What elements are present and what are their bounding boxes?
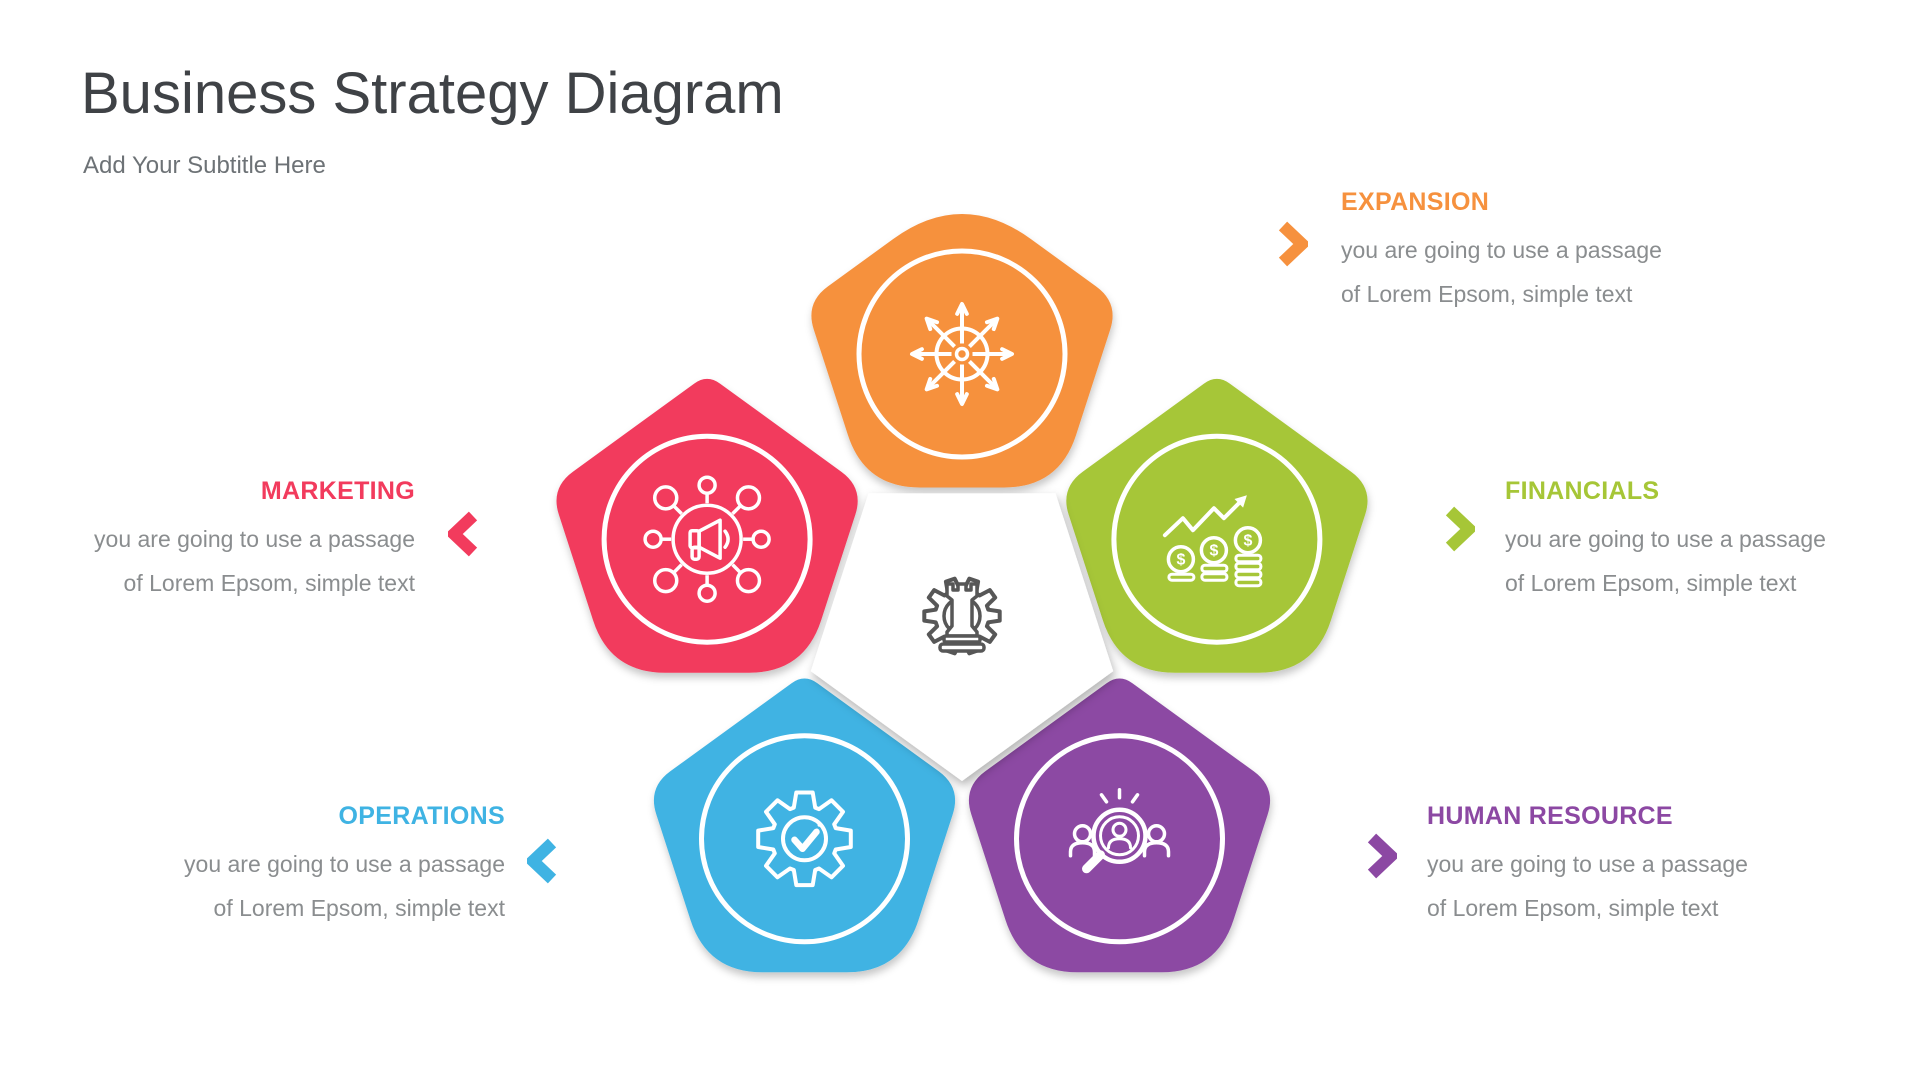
svg-text:$: $ (1209, 543, 1218, 560)
chevron-right-icon (1445, 506, 1475, 552)
ring-human-resource (1014, 733, 1225, 945)
chevron-right-icon (1278, 221, 1308, 267)
section-marketing-label: MARKETING (260, 477, 415, 505)
section-human-resource-text: you are going to use a passage of Lorem … (1427, 842, 1748, 930)
section-human-resource-line1: you are going to use a passage (1427, 851, 1748, 877)
chevron-left-icon (448, 511, 478, 557)
chevron-right-icon (1367, 833, 1397, 879)
section-expansion: EXPANSION you are going to use a passage… (1341, 188, 1662, 316)
section-expansion-text: you are going to use a passage of Lorem … (1341, 228, 1662, 316)
section-marketing-line2: of Lorem Epsom, simple text (123, 570, 415, 596)
section-operations-line2: of Lorem Epsom, simple text (213, 895, 505, 921)
section-marketing-line1: you are going to use a passage (94, 526, 415, 552)
svg-text:$: $ (1176, 552, 1185, 569)
section-expansion-line1: you are going to use a passage (1341, 237, 1662, 263)
ring-financials (1111, 433, 1323, 645)
megaphone-network-icon (643, 475, 771, 603)
ring-operations (699, 733, 910, 945)
petal-financials (1066, 378, 1368, 673)
section-financials-label: FINANCIALS (1505, 477, 1660, 505)
gear-check-icon (756, 790, 853, 888)
section-expansion-label: EXPANSION (1341, 188, 1490, 216)
coins-growth-arrow-icon: $ $ $ (1162, 495, 1263, 588)
chess-rook-gear-icon (922, 576, 1002, 656)
section-human-resource-label: HUMAN RESOURCE (1427, 802, 1673, 830)
section-operations-text: you are going to use a passage of Lorem … (184, 842, 505, 930)
section-financials: FINANCIALS you are going to use a passag… (1505, 477, 1826, 605)
section-financials-line2: of Lorem Epsom, simple text (1505, 570, 1797, 596)
section-human-resource: HUMAN RESOURCE you are going to use a pa… (1427, 802, 1748, 930)
expansion-arrows-wheel-icon (910, 302, 1014, 406)
ring-marketing (601, 433, 813, 645)
chevron-left-icon (527, 838, 557, 884)
page-title: Business Strategy Diagram (81, 61, 784, 126)
section-operations: OPERATIONS you are going to use a passag… (184, 802, 505, 930)
section-financials-line1: you are going to use a passage (1505, 526, 1826, 552)
section-marketing-text: you are going to use a passage of Lorem … (94, 517, 415, 605)
section-financials-text: you are going to use a passage of Lorem … (1505, 517, 1826, 605)
section-human-resource-line2: of Lorem Epsom, simple text (1427, 895, 1719, 921)
page-subtitle: Add Your Subtitle Here (83, 152, 326, 179)
section-expansion-line2: of Lorem Epsom, simple text (1341, 281, 1633, 307)
ring-expansion (856, 248, 1068, 460)
people-magnifier-icon (1068, 788, 1171, 874)
section-operations-label: OPERATIONS (338, 802, 505, 830)
section-operations-line1: you are going to use a passage (184, 851, 505, 877)
svg-text:$: $ (1243, 533, 1252, 550)
section-marketing: MARKETING you are going to use a passage… (94, 477, 415, 605)
